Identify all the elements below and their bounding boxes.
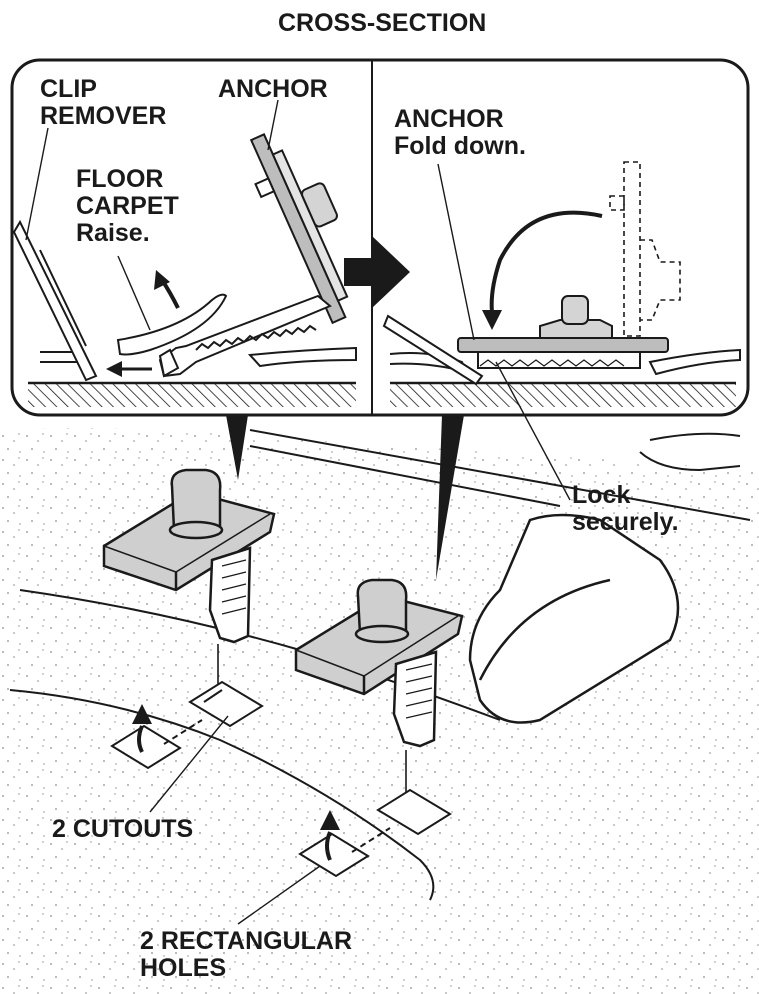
label-lock-line-1: Lock (572, 481, 631, 509)
anchor-clip-2 (294, 578, 464, 748)
label-anchor-right-line-2: Fold down. (394, 132, 526, 160)
label-floor-carpet-line-1: FLOOR (76, 165, 164, 193)
clip-remover-tool (12, 219, 98, 382)
diagram-title: CROSS-SECTION (278, 9, 487, 37)
step-arrow (344, 236, 410, 308)
label-holes-line-1: 2 RECTANGULAR (140, 927, 353, 955)
label-anchor-right: ANCHOR Fold down. (394, 106, 526, 160)
insert-arrow-2 (320, 810, 340, 861)
callout-pointer-left (226, 415, 248, 480)
label-floor-carpet-line-3: Raise. (76, 219, 150, 247)
seat-block (468, 513, 680, 724)
raise-arrow (154, 270, 180, 309)
label-floor-carpet: FLOOR CARPET Raise. (76, 166, 179, 247)
pointer-line-floor-carpet (117, 255, 151, 331)
leader-cutouts (149, 715, 229, 813)
label-holes-line-2: HOLES (140, 954, 227, 982)
label-clip-remover: CLIP REMOVER (40, 76, 166, 130)
pull-arrow (106, 361, 152, 377)
leader-holes (237, 865, 321, 925)
anchor-folded (457, 295, 669, 369)
leader-lock (495, 361, 571, 501)
label-floor-carpet-line-2: CARPET (76, 192, 179, 220)
hole-group-1 (110, 680, 264, 770)
anchor-clip-1 (102, 468, 276, 644)
callout-pointer-right (436, 415, 464, 580)
label-lock-line-2: securely. (572, 508, 679, 536)
floor-hatch-left (28, 381, 356, 407)
fold-down-arrow (482, 210, 603, 330)
label-anchor-right-line-1: ANCHOR (394, 105, 504, 133)
clip-remover-tool-right (382, 314, 484, 386)
label-clip-remover-line-2: REMOVER (40, 102, 167, 130)
pointer-line-anchor-right (437, 163, 475, 341)
floor-assembly-view (0, 361, 759, 994)
label-lock-securely: Lock securely. (572, 482, 679, 536)
hole-group-2 (298, 788, 452, 878)
label-cutouts: 2 CUTOUTS (52, 815, 194, 843)
pointer-line-anchor-left (267, 99, 279, 151)
label-clip-remover-line-1: CLIP (40, 75, 97, 103)
label-anchor-left: ANCHOR (218, 75, 328, 103)
anchor-tilted (158, 133, 349, 378)
insert-arrow-1 (132, 704, 152, 753)
pointer-line-clip-remover (25, 127, 49, 241)
label-rectangular-holes: 2 RECTANGULAR HOLES (140, 928, 352, 982)
anchor-ghost-outline (609, 161, 681, 337)
cross-section-panel (10, 58, 750, 417)
floor-hatch-right (390, 381, 736, 407)
